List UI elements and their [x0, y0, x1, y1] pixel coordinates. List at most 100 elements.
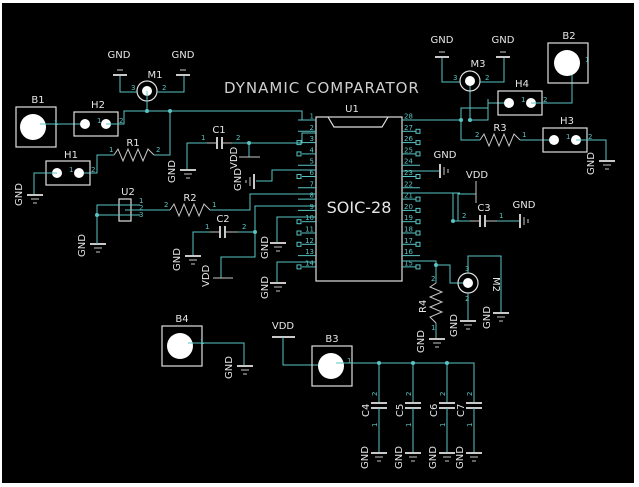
u1-pin-label: 8 [310, 192, 314, 200]
m2-mic[interactable]: M2 3 2 [457, 265, 501, 303]
r4-resistor[interactable]: R4 2 1 [418, 275, 444, 332]
u1-pin-21[interactable]: 21 [402, 192, 421, 202]
u1-pin-19[interactable]: 19 [402, 214, 421, 225]
r2-pin-2: 2 [164, 201, 168, 209]
u1-pin-9[interactable]: 9 [298, 203, 316, 211]
no-connect-marker [415, 140, 421, 146]
u1-pin-17[interactable]: 17 [402, 237, 421, 247]
h4-header[interactable]: H4 1 2 [497, 79, 547, 116]
u1-pin-1[interactable]: 1 [298, 113, 316, 121]
no-connect-marker [415, 128, 421, 134]
h3-ref: H3 [560, 116, 574, 127]
cap-pin-1: 1 [466, 423, 474, 427]
u1-pin-26[interactable]: 26 [402, 135, 421, 146]
u1-pin-7[interactable]: 7 [298, 180, 316, 189]
b1-connector[interactable]: B1 1 [15, 95, 58, 148]
u1-pin-label: 19 [404, 214, 413, 222]
c3-capacitor[interactable]: C3 2 1 [462, 203, 503, 227]
u1-pin-25[interactable]: 25 [402, 146, 421, 157]
u1-notch [327, 116, 389, 128]
u1-pin-label: 1 [310, 113, 314, 121]
h1-header[interactable]: H1 1 2 [45, 150, 95, 186]
b1-pad [20, 114, 46, 140]
c2-ref: C2 [216, 214, 229, 225]
b2-pin-1: 1 [585, 56, 589, 64]
m3-mic[interactable]: M3 3 2 [453, 59, 489, 92]
u1-pin-13[interactable]: 13 [298, 248, 316, 257]
m1-pin-3: 3 [131, 84, 135, 92]
u1-pin-6[interactable]: 6 [296, 169, 316, 179]
wire [276, 261, 316, 283]
gnd-label: GND [416, 330, 427, 353]
gnd-symbol: GND [394, 446, 421, 469]
u1-pin-24[interactable]: 24 [402, 158, 420, 166]
gnd-symbol: GND [224, 356, 253, 379]
u2-pin-2: 2 [139, 204, 143, 212]
b4-connector[interactable]: B4 1 [161, 314, 204, 367]
schematic-title: DYNAMIC COMPARATOR [224, 79, 420, 97]
b3-pin-1: 1 [347, 357, 351, 365]
u1-pin-5[interactable]: 5 [298, 158, 316, 166]
c1-pin-1: 1 [201, 134, 205, 142]
r3-resistor[interactable]: R3 2 1 [475, 123, 526, 148]
h3-header[interactable]: H3 1 2 [542, 116, 592, 153]
h2-header[interactable]: H2 1 2 [73, 100, 123, 137]
cap-pin-1: 1 [439, 423, 447, 427]
c2-capacitor[interactable]: C2 1 2 [205, 214, 246, 238]
u1-pin-15[interactable]: 15 [402, 259, 421, 270]
u2-component[interactable]: U2 1 2 3 [118, 187, 143, 222]
r4-body [428, 282, 444, 324]
gnd-symbol: GND [260, 236, 286, 259]
u1-pin-28[interactable]: 28 [402, 113, 420, 121]
no-connect-marker [415, 230, 421, 236]
u1-pin-2[interactable]: 2 [298, 124, 316, 132]
u1-pin-16[interactable]: 16 [402, 248, 420, 257]
u1-pin-12[interactable]: 12 [296, 237, 316, 247]
r4-pin-1: 1 [431, 324, 435, 332]
b2-connector[interactable]: B2 1 [547, 31, 589, 84]
u1-pin-label: 5 [310, 158, 314, 166]
r2-resistor[interactable]: R2 2 1 [164, 193, 216, 218]
r2-pin-1: 1 [212, 201, 216, 209]
u1-pin-14[interactable]: 14 [296, 259, 316, 270]
c1-capacitor[interactable]: C1 1 2 [201, 125, 240, 149]
c4-ref: C4 [361, 404, 372, 417]
gnd-symbol: GND [513, 200, 536, 228]
u1-pin-23[interactable]: 23 [402, 169, 421, 179]
r1-resistor[interactable]: R1 1 2 [109, 138, 160, 163]
wire [441, 57, 460, 83]
u1-pin-label: 27 [404, 124, 413, 132]
u1-pin-10[interactable]: 10 [296, 214, 316, 225]
gnd-label: GND [260, 236, 271, 259]
u1-pin-label: 15 [404, 259, 413, 267]
u1-pin-22[interactable]: 22 [402, 180, 420, 189]
no-connect-marker [415, 264, 421, 270]
c3-ref: C3 [477, 203, 490, 214]
u1-pin-label: 16 [404, 248, 413, 256]
no-connect-marker [415, 207, 421, 213]
u1-pin-11[interactable]: 11 [296, 226, 316, 236]
gnd-symbol: GND [416, 330, 445, 353]
u1-pin-label: 3 [310, 135, 314, 143]
h1-ref: H1 [64, 150, 78, 161]
gnd-label: GND [172, 50, 195, 61]
m1-mic[interactable]: M1 3 2 [131, 70, 166, 102]
junction [95, 213, 99, 217]
h3-pad-1 [549, 135, 559, 145]
u1-pin-20[interactable]: 20 [402, 203, 421, 213]
u1-pin-27[interactable]: 27 [402, 124, 421, 134]
u1-pin-label: 18 [404, 226, 413, 234]
r1-pin-1: 1 [109, 146, 113, 154]
b1-ref: B1 [31, 95, 44, 106]
u1-pin-18[interactable]: 18 [402, 226, 421, 236]
u1-pin-4[interactable]: 4 [296, 146, 316, 157]
b3-connector[interactable]: B3 1 [311, 334, 353, 387]
u1-pin-8[interactable]: 8 [298, 192, 316, 200]
u1-pin-label: 25 [404, 146, 413, 154]
gnd-label: GND [394, 446, 405, 469]
